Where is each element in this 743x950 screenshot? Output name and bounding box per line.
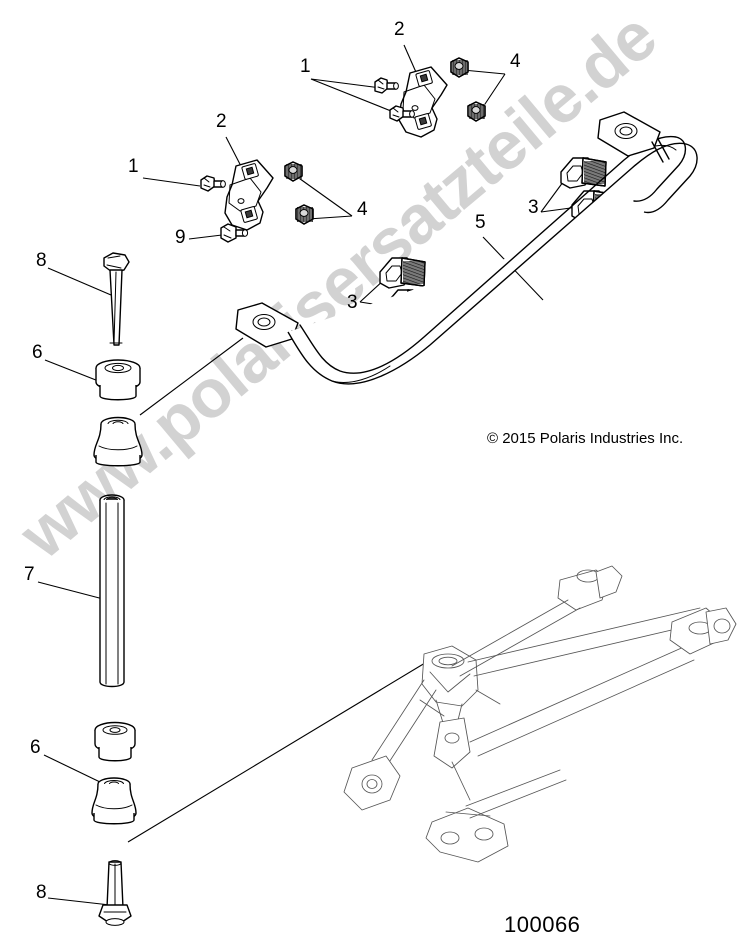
part-4-nut-a — [450, 57, 469, 78]
part-1-bolt-c — [200, 175, 226, 192]
callout-1-upper: 1 — [300, 56, 311, 77]
part-6-bushing-bottom-upper — [94, 721, 136, 762]
part-3-bushing-c — [560, 157, 607, 189]
rear-suspension-reference-assembly — [343, 565, 737, 863]
part-6-bushing-top-lower — [93, 416, 143, 467]
part-6-bushing-top-upper — [95, 359, 141, 401]
part-7-spacer-tube — [99, 494, 125, 688]
part-6-bushing-bottom-lower — [91, 777, 137, 825]
callout-7: 7 — [24, 564, 35, 585]
part-8-bolt-bottom — [98, 860, 132, 926]
callout-4-upper: 4 — [510, 51, 521, 72]
part-2-clamp-lower — [224, 159, 274, 231]
copyright-notice: © 2015 Polaris Industries Inc. — [487, 430, 684, 447]
callout-3-left: 3 — [347, 292, 358, 313]
callout-3-right: 3 — [528, 197, 539, 218]
part-4-nut-b — [467, 101, 486, 122]
diagram-part-number: 100066 — [504, 912, 581, 937]
part-4-nut-c — [284, 161, 303, 182]
part-3-bushing-a — [379, 257, 426, 289]
part-4-nut-d — [295, 204, 314, 225]
callout-9: 9 — [175, 227, 186, 248]
part-9-shoulder-bolt — [220, 223, 249, 243]
part-5-sway-bar — [235, 111, 698, 385]
callout-6-top: 6 — [32, 342, 43, 363]
part-8-bolt-top — [103, 252, 130, 346]
callout-8-top: 8 — [36, 250, 47, 271]
part-2-clamp-upper — [398, 66, 448, 138]
callout-8-bottom: 8 — [36, 882, 47, 903]
part-1-bolt-b — [389, 105, 415, 122]
callout-6-bottom: 6 — [30, 737, 41, 758]
callout-4-lower: 4 — [357, 199, 368, 220]
callout-2-lower: 2 — [216, 111, 227, 132]
callout-1-lower: 1 — [128, 156, 139, 177]
callout-2-upper: 2 — [394, 19, 405, 40]
part-1-bolt-a — [374, 77, 399, 94]
callout-5: 5 — [475, 212, 486, 233]
